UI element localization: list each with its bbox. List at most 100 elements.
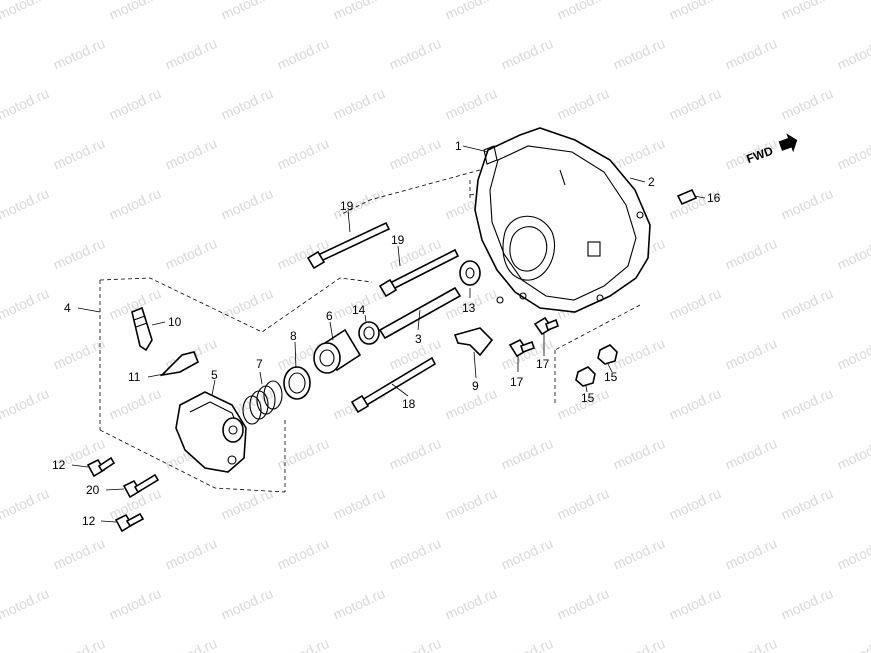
watermark-text: motod.ru	[163, 235, 220, 273]
watermark-text: motod.ru	[51, 135, 108, 173]
watermark-text: motod.ru	[0, 85, 51, 123]
bearing-part-6	[313, 328, 362, 374]
watermark-text: motod.ru	[51, 35, 108, 73]
watermark-text: motod.ru	[499, 535, 556, 573]
watermark-text: motod.ru	[443, 385, 500, 423]
callout-6: 6	[326, 309, 333, 323]
watermark-text: motod.ru	[835, 535, 871, 573]
watermark-text: motod.ru	[0, 185, 51, 223]
watermark-text: motod.ru	[275, 435, 332, 473]
watermark-text: motod.ru	[611, 335, 668, 373]
watermark-text: motod.ru	[275, 535, 332, 573]
callout-5: 5	[211, 368, 218, 382]
dowel-part-16	[676, 188, 698, 206]
bolt-part-12b	[114, 512, 145, 533]
watermark-text: motod.ru	[219, 285, 276, 323]
callout-14: 14	[352, 303, 366, 317]
bolt-part-20	[122, 473, 160, 499]
watermark-text: motod.ru	[723, 635, 780, 653]
watermark-text: motod.ru	[107, 85, 164, 123]
watermark-text: motod.ru	[555, 585, 612, 623]
callout-7: 7	[256, 357, 263, 371]
case-part-5	[175, 391, 247, 473]
watermark-text: motod.ru	[219, 485, 276, 523]
watermark-text: motod.ru	[667, 85, 724, 123]
watermark-text: motod.ru	[835, 335, 871, 373]
callout-19b: 19	[391, 233, 405, 247]
watermark-text: motod.ru	[331, 585, 388, 623]
callout-17b: 17	[536, 357, 550, 371]
watermark-text: motod.ru	[443, 585, 500, 623]
callout-15a: 15	[581, 391, 595, 405]
callout-13: 13	[462, 301, 476, 315]
watermark-text: motod.ru	[555, 85, 612, 123]
callout-8: 8	[290, 329, 297, 343]
watermark-text: motod.ru	[51, 335, 108, 373]
watermark-text: motod.ru	[779, 485, 836, 523]
callout-20: 20	[86, 483, 100, 497]
watermark-text: motod.ru	[163, 535, 220, 573]
callout-3: 3	[415, 332, 422, 346]
watermark-text: motod.ru	[275, 35, 332, 73]
watermark-text: motod.ru	[331, 485, 388, 523]
bolt-part-17b	[533, 316, 559, 336]
watermark-text: motod.ru	[667, 485, 724, 523]
watermark-text: motod.ru	[387, 635, 444, 653]
watermark-text: motod.ru	[611, 135, 668, 173]
watermark-text: motod.ru	[779, 585, 836, 623]
callout-labels: 1 2 3 4 5 6 7 8 9 10 11 12 12 13 14 15 1…	[52, 139, 721, 528]
watermark-text: motod.ru	[779, 0, 836, 23]
bracket-part-9	[453, 327, 494, 357]
callout-11: 11	[128, 370, 141, 384]
callout-16: 16	[707, 191, 721, 205]
watermark-text: motod.ru	[443, 0, 500, 23]
watermark-text: motod.ru	[611, 435, 668, 473]
watermark-text: motod.ru	[219, 0, 276, 23]
watermark-text: motod.ru	[51, 635, 108, 653]
callout-15b: 15	[604, 370, 618, 384]
callout-19a: 19	[340, 199, 354, 213]
watermark-text: motod.ru	[779, 85, 836, 123]
rear-cover-part	[474, 127, 651, 313]
callout-9: 9	[472, 379, 479, 393]
watermark-text: motod.ru	[219, 85, 276, 123]
watermark-text: motod.ru	[387, 435, 444, 473]
callout-10: 10	[168, 315, 182, 329]
watermark-text: motod.ru	[835, 135, 871, 173]
bolt-part-18	[350, 356, 437, 414]
leader-lines	[71, 145, 706, 523]
watermark-text: motod.ru	[219, 585, 276, 623]
watermark-text: motod.ru	[0, 0, 51, 23]
watermark-text: motod.ru	[499, 35, 556, 73]
watermark-text: motod.ru	[499, 635, 556, 653]
watermark-text: motod.ru	[723, 535, 780, 573]
watermark-text: motod.ru	[219, 185, 276, 223]
watermark-text: motod.ru	[0, 485, 51, 523]
watermark-text: motod.ru	[667, 385, 724, 423]
callout-17a: 17	[510, 375, 524, 389]
watermark-text: motod.ru	[667, 0, 724, 23]
callout-1: 1	[455, 139, 462, 153]
fitting-part-10	[131, 306, 153, 352]
watermark-text: motod.ru	[0, 585, 51, 623]
watermark-text: motod.ru	[835, 35, 871, 73]
bolt-part-12a	[86, 456, 116, 478]
bolt-part-19a	[306, 221, 391, 270]
watermark-text: motod.ru	[835, 435, 871, 473]
nut-part-15a	[575, 366, 596, 387]
bolt-part-19b	[378, 248, 460, 298]
watermark-text: motod.ru	[163, 135, 220, 173]
watermark-text: motod.ru	[443, 85, 500, 123]
watermark-text: motod.ru	[723, 435, 780, 473]
watermark-text: motod.ru	[0, 285, 51, 323]
watermark-text: motod.ru	[723, 235, 780, 273]
watermark-text: motod.ru	[555, 485, 612, 523]
watermark-text: motod.ru	[163, 35, 220, 73]
watermark-text: motod.ru	[275, 635, 332, 653]
watermark-text: motod.ru	[107, 185, 164, 223]
callout-12b: 12	[82, 514, 96, 528]
watermark-text: motod.ru	[835, 235, 871, 273]
watermark-text: motod.ru	[443, 485, 500, 523]
watermark-text: motod.ru	[387, 135, 444, 173]
callout-2: 2	[648, 175, 655, 189]
